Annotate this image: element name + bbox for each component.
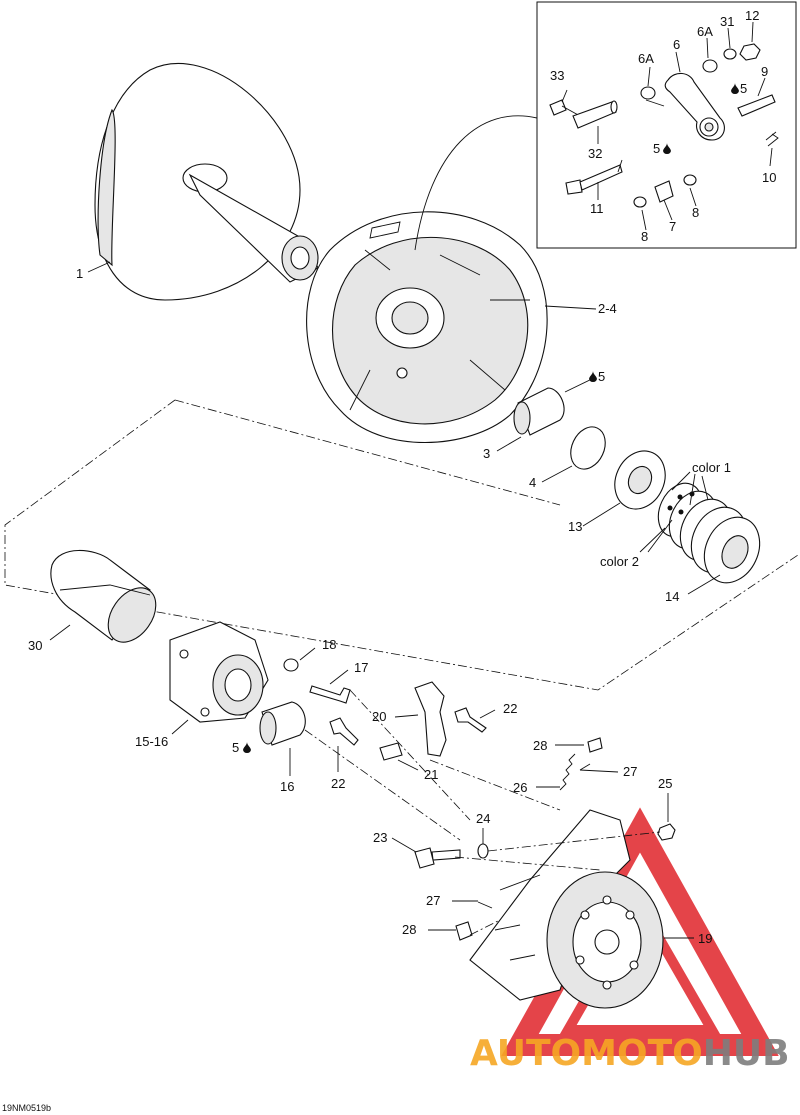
label-6a-right: 6A bbox=[697, 24, 713, 39]
part-cotter-27-top bbox=[579, 763, 591, 771]
label-31: 31 bbox=[720, 14, 734, 29]
part-spring-14 bbox=[657, 482, 761, 584]
label-2-4: 2-4 bbox=[598, 301, 617, 316]
label-23: 23 bbox=[373, 830, 387, 845]
part-washer-18 bbox=[283, 658, 299, 672]
label-32: 32 bbox=[588, 146, 602, 161]
part-screw-22-left bbox=[329, 717, 359, 746]
part-bolt-23 bbox=[414, 847, 461, 869]
label-27-top: 27 bbox=[623, 764, 637, 779]
part-labels: 1 2-4 3 4 13 14 color 1 color 2 30 15-16… bbox=[28, 8, 776, 946]
part-spider-15-16 bbox=[169, 621, 269, 723]
part-roller-28-bottom bbox=[455, 921, 473, 941]
label-6a-left: 6A bbox=[638, 51, 654, 66]
label-13: 13 bbox=[568, 519, 582, 534]
label-11: 11 bbox=[590, 201, 604, 216]
part-fixed-sheave bbox=[94, 63, 319, 301]
label-22-left: 22 bbox=[331, 776, 345, 791]
part-screw-22-right bbox=[454, 707, 487, 733]
label-15-16: 15-16 bbox=[135, 734, 168, 749]
part-arm-20 bbox=[414, 681, 447, 757]
label-12: 12 bbox=[745, 8, 759, 23]
watermark-text-part1: AUTOMOTO bbox=[470, 1033, 703, 1074]
label-16: 16 bbox=[280, 779, 294, 794]
svg-text:AUTOMOTOHUB: AUTOMOTOHUB bbox=[470, 1033, 790, 1074]
label-26: 26 bbox=[513, 780, 527, 795]
label-22-right: 22 bbox=[503, 701, 517, 716]
label-28-bottom: 28 bbox=[402, 922, 416, 937]
label-10: 10 bbox=[762, 170, 776, 185]
label-7: 7 bbox=[669, 219, 676, 234]
oil-drop-icon bbox=[663, 143, 671, 154]
label-19: 19 bbox=[698, 931, 712, 946]
inset-frame bbox=[536, 1, 797, 249]
watermark-logo: AUTOMOTOHUB bbox=[470, 1033, 790, 1074]
label-24: 24 bbox=[476, 811, 490, 826]
part-roller-28-top bbox=[587, 737, 603, 753]
figure-reference-code: 19NM0519b bbox=[2, 1103, 51, 1113]
part-bushing-3 bbox=[513, 387, 565, 436]
oil-drop-icon bbox=[243, 742, 251, 753]
label-8-right: 8 bbox=[692, 205, 699, 220]
label-5-bushing: 5 bbox=[598, 369, 605, 384]
label-color-1: color 1 bbox=[692, 460, 731, 475]
label-18: 18 bbox=[322, 637, 336, 652]
alignment-lines bbox=[304, 689, 661, 936]
part-movable-sheave bbox=[306, 211, 548, 443]
label-4: 4 bbox=[529, 475, 536, 490]
part-pin-21 bbox=[379, 742, 403, 761]
label-27-bottom: 27 bbox=[426, 893, 440, 908]
part-bushing-16 bbox=[259, 701, 306, 746]
label-28-top: 28 bbox=[533, 738, 547, 753]
label-3: 3 bbox=[483, 446, 490, 461]
part-washer-24 bbox=[477, 843, 489, 859]
label-6: 6 bbox=[673, 37, 680, 52]
part-spring-26 bbox=[559, 753, 576, 791]
label-21: 21 bbox=[424, 767, 438, 782]
part-cotter-27-bottom bbox=[477, 901, 493, 909]
part-washer-13 bbox=[614, 450, 666, 510]
label-9: 9 bbox=[761, 64, 768, 79]
oil-drop-icon bbox=[731, 83, 739, 94]
watermark-text-part2: HUB bbox=[703, 1033, 790, 1074]
part-cup-30 bbox=[50, 550, 157, 643]
label-8-left: 8 bbox=[641, 229, 648, 244]
label-color-2: color 2 bbox=[600, 554, 639, 569]
inset-parts bbox=[549, 43, 779, 208]
label-25: 25 bbox=[658, 776, 672, 791]
part-cam-19 bbox=[469, 809, 664, 1009]
label-5-inset-right: 5 bbox=[740, 81, 747, 96]
label-14: 14 bbox=[665, 589, 679, 604]
label-30: 30 bbox=[28, 638, 42, 653]
oil-drop-icon bbox=[589, 371, 597, 382]
part-nut-25 bbox=[657, 823, 676, 841]
label-1: 1 bbox=[76, 266, 83, 281]
part-circlip-4 bbox=[570, 426, 606, 470]
label-33: 33 bbox=[550, 68, 564, 83]
part-screw-17 bbox=[309, 685, 351, 704]
label-17: 17 bbox=[354, 660, 368, 675]
label-5-spider: 5 bbox=[232, 740, 239, 755]
assembly-dashed-outline bbox=[4, 399, 799, 691]
label-5-inset-center: 5 bbox=[653, 141, 660, 156]
leader-lines bbox=[49, 21, 773, 939]
label-20: 20 bbox=[372, 709, 386, 724]
